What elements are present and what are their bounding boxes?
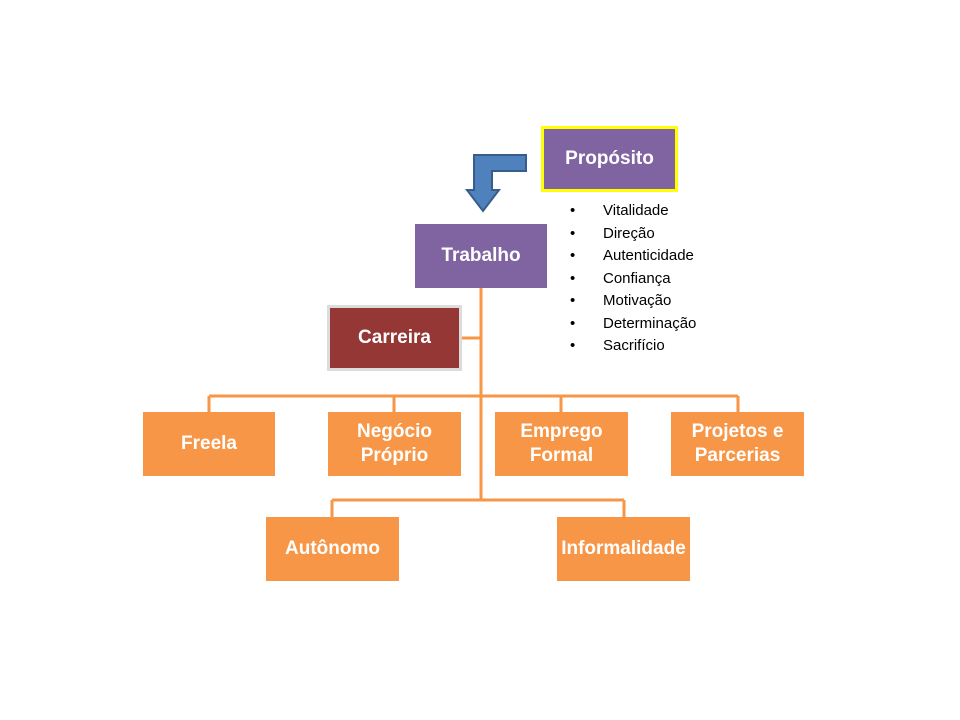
list-item-text: Motivação — [603, 292, 672, 309]
proposito-label: Propósito — [565, 148, 654, 169]
emprego-formal-label: Emprego Formal — [520, 421, 603, 466]
list-item: • Autenticidade — [570, 245, 696, 268]
carreira-box: Carreira — [327, 305, 462, 371]
bullet-icon: • — [570, 314, 576, 332]
proposito-values-list: • Vitalidade • Direção • Autenticidade • Con… — [570, 200, 696, 358]
freela-label: Freela — [181, 433, 237, 454]
bullet-icon: • — [570, 292, 576, 309]
list-item: • Vitalidade — [570, 200, 696, 223]
freela-box: Freela — [143, 412, 275, 476]
informalidade-box: Informalidade — [557, 517, 690, 581]
projetos-parcerias-label: Projetos e Parcerias — [691, 421, 784, 466]
emprego-formal-box: Emprego Formal — [495, 412, 628, 476]
autonomo-label: Autônomo — [285, 538, 380, 559]
bullet-icon: • — [570, 202, 576, 219]
list-item: • Sacrifício — [570, 335, 696, 358]
list-item-text: Autenticidade — [603, 247, 694, 264]
list-item: • Determinação — [570, 313, 696, 336]
bullet-icon: • — [570, 247, 576, 264]
trabalho-box: Trabalho — [415, 224, 547, 288]
bullet-icon: • — [570, 337, 576, 354]
negocio-proprio-label: Negócio Próprio — [357, 421, 432, 466]
bent-down-arrow-icon — [464, 154, 527, 213]
bullet-icon: • — [570, 269, 576, 287]
proposito-box: Propósito — [541, 126, 678, 192]
list-item: • Motivação — [570, 290, 696, 313]
list-item-text: Direção — [603, 224, 655, 242]
list-item-text: Vitalidade — [603, 202, 669, 219]
list-item: • Confiança — [570, 268, 696, 291]
negocio-proprio-box: Negócio Próprio — [328, 412, 461, 476]
informalidade-label: Informalidade — [561, 538, 686, 559]
trabalho-label: Trabalho — [441, 245, 521, 266]
list-item-text: Sacrifício — [603, 337, 665, 354]
autonomo-box: Autônomo — [266, 517, 399, 581]
list-item-text: Confiança — [603, 269, 671, 287]
projetos-parcerias-box: Projetos e Parcerias — [671, 412, 804, 476]
carreira-label: Carreira — [358, 327, 431, 348]
bullet-icon: • — [570, 224, 576, 242]
list-item: • Direção — [570, 223, 696, 246]
list-item-text: Determinação — [603, 314, 697, 332]
